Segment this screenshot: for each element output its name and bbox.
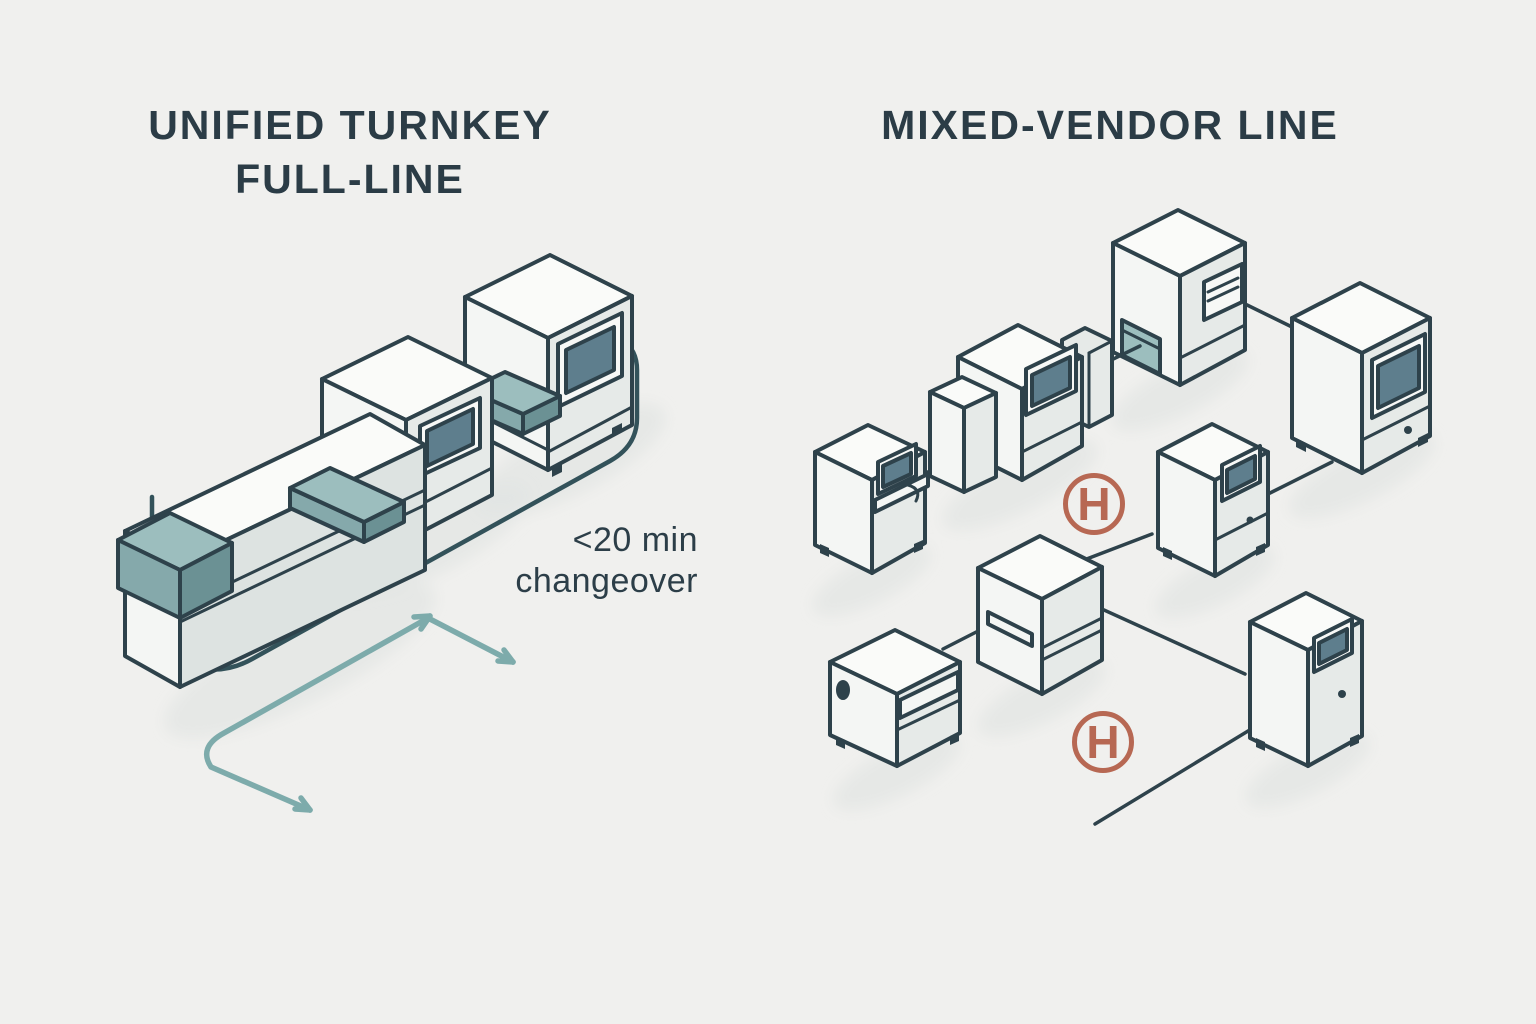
handoff-icon <box>1072 711 1134 773</box>
right-title-text: MIXED-VENDOR LINE <box>881 102 1339 148</box>
infeed-block <box>116 511 234 620</box>
conveyor-segment-1 <box>288 466 406 544</box>
handoff-letter: H <box>1077 478 1110 530</box>
vendor-machine-workstation <box>813 423 930 575</box>
handoff-icon <box>1063 473 1125 535</box>
mixed-vendor-illustration: H H <box>813 208 1435 826</box>
changeover-annotation: <20 min changeover <box>515 520 698 602</box>
vendor-machine-analyzer <box>1290 281 1432 475</box>
vendor-machine-inspector <box>1156 422 1270 578</box>
handoff-marker-1: H <box>1063 473 1125 535</box>
cart-handle <box>836 680 850 700</box>
changeover-arrows <box>203 613 516 813</box>
handoff-letter: H <box>1086 716 1119 768</box>
changeover-line1: <20 min <box>572 521 698 559</box>
vendor-machine-kiosk <box>1248 591 1364 768</box>
handoff-marker-2: H <box>1072 711 1134 773</box>
turnkey-line-illustration <box>116 253 665 813</box>
left-title-line2: FULL-LINE <box>235 156 465 203</box>
left-panel-title: UNIFIED TURNKEY FULL-LINE <box>60 98 640 206</box>
oven-slot <box>986 610 1034 648</box>
vendor-machine-feeder <box>1060 208 1247 387</box>
machine-3-screen <box>564 325 616 395</box>
vendor-machine-cart <box>828 628 962 768</box>
cart-basket <box>898 670 960 720</box>
left-title-line1: UNIFIED TURNKEY <box>148 102 552 148</box>
workstation-tray <box>873 472 930 514</box>
vendor-machine-oven <box>976 534 1104 696</box>
right-panel-title: MIXED-VENDOR LINE <box>830 98 1390 152</box>
vendor-machine-cluster <box>928 323 1114 494</box>
changeover-line2: changeover <box>515 561 698 600</box>
